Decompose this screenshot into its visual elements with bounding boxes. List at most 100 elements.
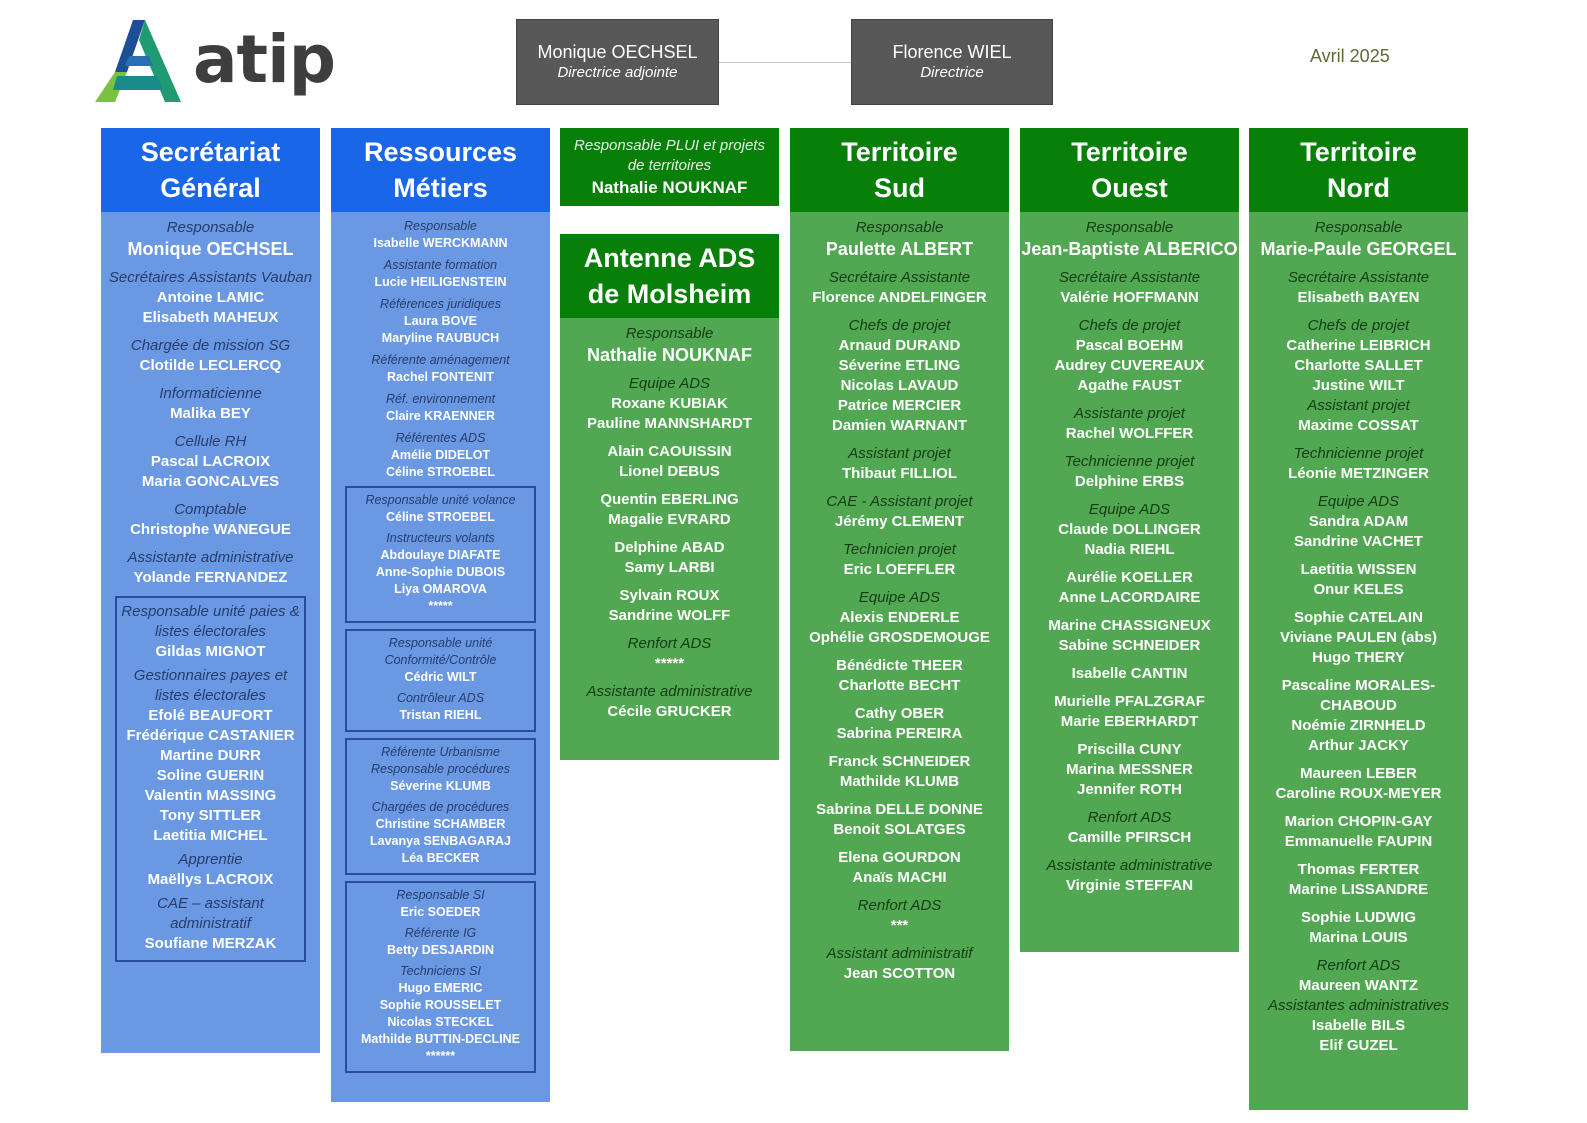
person-name: Murielle PFALZGRAF [1054,693,1205,710]
person-name: Isabelle BILS [1311,1017,1406,1034]
person-name: Arnaud DURAND [838,337,961,354]
role-label: Contrôleur ADS [396,691,485,705]
person-name: Betty DESJARDIN [387,943,494,957]
plui-name: Nathalie NOUKNAF [591,178,748,197]
person-name: Anne LACORDAIRE [1058,589,1201,606]
role-label: Chefs de projet [1307,317,1410,334]
role-label: Equipe ADS [628,375,711,392]
person-name: Sophie CATELAIN [1294,609,1423,626]
role-label: Renfort ADS [627,635,712,652]
person-name: Cathy OBER [854,705,945,722]
role-label: Renfort ADS [1316,957,1401,974]
column-header: Territoire Ouest [1020,128,1239,212]
person-name: Cédric WILT [404,670,477,684]
role-label: Assistante administrative [586,683,753,700]
role-label: Cellule RH [174,433,247,450]
person-name: Mathilde KLUMB [839,773,960,790]
person-name: Monique OECHSEL [127,239,294,259]
sub-unit-box: Référente Urbanisme Responsable procédur… [345,738,536,875]
person-name: *** [890,917,909,934]
role-label: Référente IG [404,926,477,940]
directrice-box: Florence WIEL Directrice [851,19,1053,105]
person-name: Séverine KLUMB [390,779,491,793]
column-title-line-1: Territoire [1300,137,1417,167]
person-name: Delphine ABAD [614,539,725,556]
directrice-adjointe-box: Monique OECHSEL Directrice adjointe [516,19,719,105]
person-name: Ophélie GROSDEMOUGE [809,629,990,646]
column-title-line-2: Ouest [1091,173,1168,203]
role-label: Chargées de procédures [371,800,510,814]
role-group: Renfort ADS*** [790,896,1009,936]
person-name: Soufiane MERZAK [144,935,277,952]
role-label: Assistant projet [1307,397,1410,414]
column-header: Ressources Métiers [331,128,550,212]
role-label: Chargée de mission SG [130,337,291,354]
role-label: Assistante administrative [1046,857,1213,874]
person-name: Valérie HOFFMANN [1060,289,1199,306]
person-name: Pascal BOEHM [1075,337,1184,354]
person-name: Sabrina PEREIRA [836,725,963,742]
person-name: Sandra ADAM [1308,513,1409,530]
person-name: Virginie STEFFAN [1065,877,1194,894]
person-name: Justine WILT [1312,377,1405,394]
role-label: Responsable unité volance [365,493,516,507]
person-name: Séverine ETLING [838,357,961,374]
person-name: Sabrina DELLE DONNE [816,801,983,818]
person-name: Jean-Baptiste ALBERICO [1021,239,1238,259]
person-name: Agathe FAUST [1077,377,1182,394]
person-name: Delphine ERBS [1074,473,1185,490]
column-header: Secrétariat Général [101,128,320,212]
person-name: ***** [428,599,453,613]
person-name: Marion CHOPIN-GAY [1284,813,1433,830]
role-label: Secrétaire Assistante [1058,269,1201,286]
person-name: Nadia RIEHL [1084,541,1175,558]
person-name: Florence ANDELFINGER [812,289,987,306]
person-name: Laura BOVE [404,314,477,328]
role-label: Technicienne projet [1064,453,1195,470]
atip-logo: atip [93,14,336,110]
person-name: Eric LOEFFLER [843,561,956,578]
role-label: Chefs de projet [1078,317,1181,334]
person-name: Alain CAOUISSIN [607,443,732,460]
atip-logo-mark-icon [95,20,181,102]
person-name: Pascal LACROIX [150,453,271,470]
person-name: Mathilde BUTTIN-DECLINE [360,1032,521,1046]
person-name: Valentin MASSING [144,787,277,804]
person-name: Sophie LUDWIG [1301,909,1416,926]
